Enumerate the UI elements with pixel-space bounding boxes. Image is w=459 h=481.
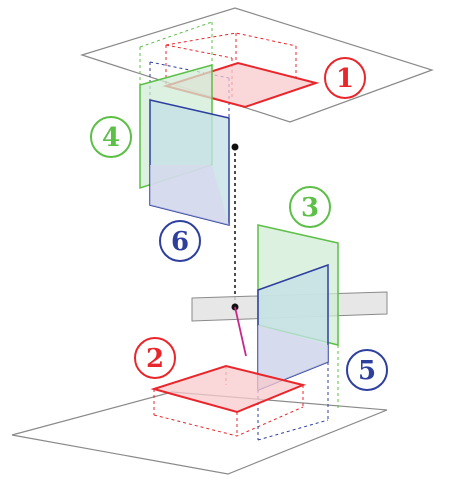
face-five-lower xyxy=(258,325,328,390)
label-five: 5 xyxy=(346,349,388,391)
face-one xyxy=(162,61,320,109)
label-four-text: 4 xyxy=(102,123,120,153)
label-six: 6 xyxy=(159,220,201,262)
green-projection-bottom xyxy=(257,345,339,410)
label-five-text: 5 xyxy=(358,356,376,386)
bottom-plane xyxy=(11,391,388,475)
label-one: 1 xyxy=(324,57,366,99)
green-projection-top xyxy=(139,21,213,85)
label-two: 2 xyxy=(134,337,176,379)
face-two xyxy=(150,364,307,414)
face-six-lower xyxy=(150,165,229,225)
label-four: 4 xyxy=(90,116,132,158)
magenta-segment xyxy=(234,306,247,357)
top-plane xyxy=(80,7,434,123)
axis-point-top xyxy=(231,143,239,151)
label-one-text: 1 xyxy=(336,64,354,94)
red-projection-bottom xyxy=(153,366,304,437)
label-three: 3 xyxy=(289,186,331,228)
label-two-text: 2 xyxy=(146,344,164,374)
label-three-text: 3 xyxy=(301,193,319,223)
label-six-text: 6 xyxy=(171,227,189,257)
